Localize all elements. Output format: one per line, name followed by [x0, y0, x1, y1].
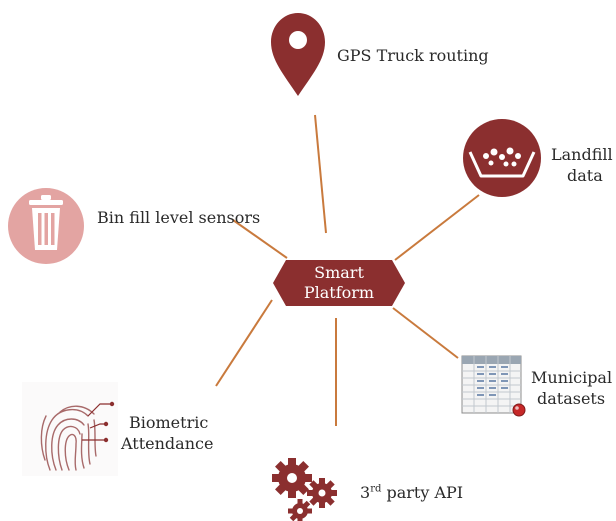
center-label-line2: Platform — [303, 283, 375, 302]
connector-bin — [232, 219, 288, 259]
connector-gps — [314, 114, 327, 234]
landfill-label: Landfill data — [551, 144, 613, 186]
api-label-prefix: 3 — [360, 483, 371, 502]
center-label-line1: Smart — [314, 263, 364, 282]
connector-biometric — [215, 299, 273, 387]
gps-label: GPS Truck routing — [337, 46, 489, 65]
biometric-label: Biometric Attendance — [121, 412, 213, 454]
landfill-label-line1: Landfill — [551, 145, 613, 164]
bin-label: Bin fill level sensors — [97, 208, 261, 227]
api-label: 3rd party API — [360, 482, 463, 503]
connector-landfill — [394, 194, 480, 261]
biometric-label-line1: Biometric — [129, 413, 209, 432]
municipal-label: Municipal datasets — [531, 367, 612, 409]
landfill-label-line2: data — [567, 166, 603, 185]
api-label-sup: rd — [370, 483, 382, 495]
municipal-label-line2: datasets — [537, 389, 606, 408]
api-label-suffix: party API — [381, 483, 464, 502]
connector-municipal — [392, 307, 459, 359]
center-label: Smart Platform — [273, 260, 405, 306]
biometric-label-line2: Attendance — [121, 434, 214, 453]
municipal-label-line1: Municipal — [531, 368, 613, 387]
